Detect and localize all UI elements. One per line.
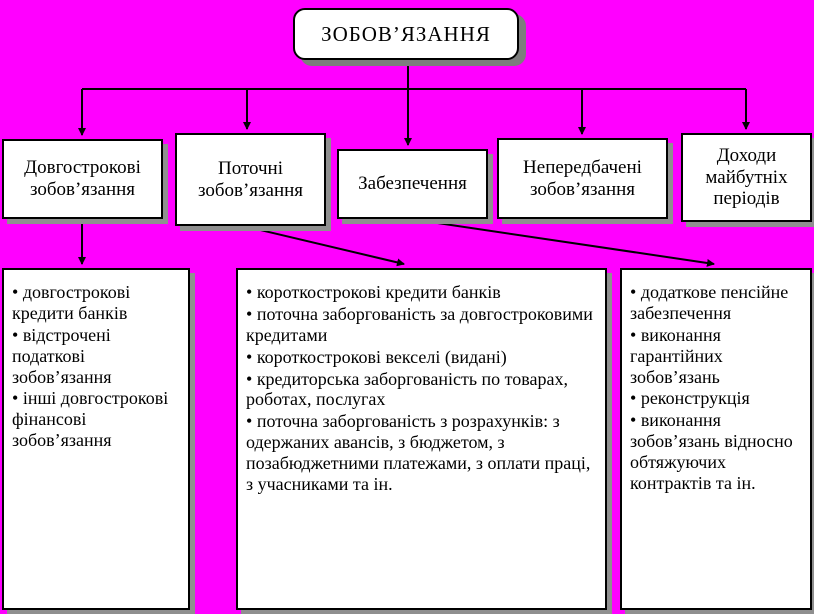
detail-provisions: додаткове пенсійне забезпеченнявиконання… bbox=[620, 268, 812, 610]
node-label: Забезпечення bbox=[358, 173, 467, 195]
title-label: ЗОБОВ’ЯЗАННЯ bbox=[321, 21, 491, 46]
node-label: Поточні зобов’язання bbox=[197, 157, 304, 201]
detail-long-term-liabilities: довгострокові кредити банківвідстрочені … bbox=[2, 268, 190, 610]
bullet-item: додаткове пенсійне забезпечення bbox=[630, 282, 802, 324]
node-label: Непередбачені зобов’язання bbox=[523, 156, 642, 200]
bullet-item: відстрочені податкові зобов’язання bbox=[12, 325, 180, 388]
bullet-item: кредиторська заборгованість по товарах, … bbox=[246, 369, 597, 411]
title-box: ЗОБОВ’ЯЗАННЯ bbox=[293, 8, 519, 60]
bullet-item: інші довгострокові фінансові зобов’язанн… bbox=[12, 388, 180, 451]
bullet-item: поточна заборгованість з розрахунків: з … bbox=[246, 411, 597, 495]
detail-current-liabilities: короткострокові кредити банківпоточна за… bbox=[236, 268, 607, 610]
node-label: Доходи майбутніх періодів bbox=[705, 144, 788, 210]
bullet-item: поточна заборгованість за довгостроковим… bbox=[246, 304, 597, 346]
node-provisions: Забезпечення bbox=[337, 149, 488, 219]
node-label: Довгострокові зобов’язання bbox=[24, 157, 141, 200]
node-current-liabilities: Поточні зобов’язання bbox=[175, 133, 326, 226]
bullet-item: довгострокові кредити банків bbox=[12, 282, 180, 324]
bullet-item: короткострокові векселі (видані) bbox=[246, 347, 597, 368]
bullet-item: виконання гарантійних зобов’язань bbox=[630, 325, 802, 388]
node-long-term-liabilities: Довгострокові зобов’язання bbox=[2, 139, 163, 219]
node-contingent-liabilities: Непередбачені зобов’язання bbox=[497, 138, 668, 219]
node-deferred-income: Доходи майбутніх періодів bbox=[681, 133, 812, 222]
bullet-item: виконання зобов’язань відносно обтяжуючи… bbox=[630, 410, 802, 494]
bullet-item: реконструкція bbox=[630, 388, 802, 409]
bullet-item: короткострокові кредити банків bbox=[246, 282, 597, 303]
